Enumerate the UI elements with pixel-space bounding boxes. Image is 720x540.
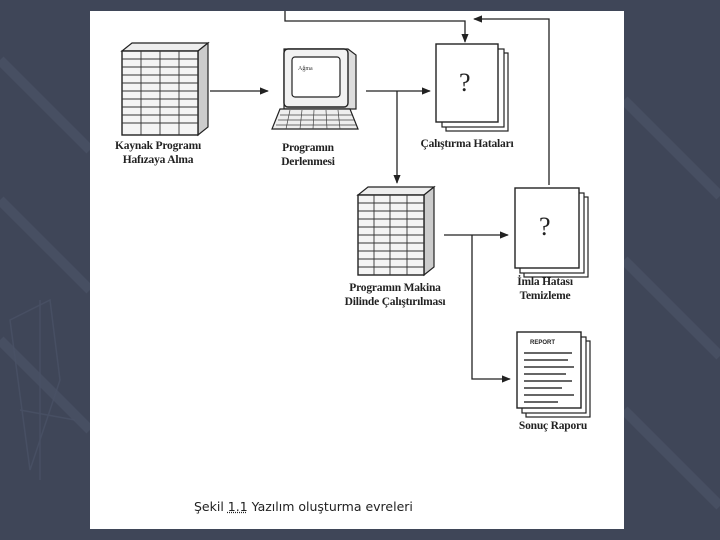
runtime-errors-document-icon: ? [435, 43, 509, 132]
figure-caption: Şekil 1.1 Yazılım oluşturma evreleri [194, 499, 413, 514]
label-compile: Programın Derlenmesi [281, 142, 335, 168]
storage-cabinet-icon [356, 185, 436, 277]
spelling-error-document-icon: ? [514, 187, 589, 278]
computer-terminal-icon: Ağma [271, 48, 359, 130]
label-machine-run: Programın Makina Dilinde Çalıştırılması [344, 282, 446, 308]
label-report: Sonuç Raporu [518, 420, 588, 432]
question-mark: ? [539, 212, 551, 241]
label-runtime-errors: Çalıştırma Hataları [420, 138, 514, 150]
caption-text: Yazılım oluşturma evreleri [247, 499, 413, 514]
screen-text: Ağma [298, 65, 313, 72]
label-source-program: Kaynak Programı Hafızaya Alma [115, 140, 201, 166]
report-document-icon: REPORT [516, 331, 591, 418]
caption-prefix: Şekil [194, 499, 228, 514]
question-mark: ? [459, 68, 471, 97]
slide-canvas: Ağma ? [90, 11, 624, 529]
flow-diagram: Ağma ? [120, 11, 591, 418]
label-spelling-error: İmla Hatası Temizleme [517, 276, 573, 302]
storage-cabinet-icon [120, 41, 210, 137]
caption-number: 1.1 [227, 499, 248, 514]
connector-arrows [210, 11, 550, 383]
report-header: REPORT [530, 340, 555, 346]
